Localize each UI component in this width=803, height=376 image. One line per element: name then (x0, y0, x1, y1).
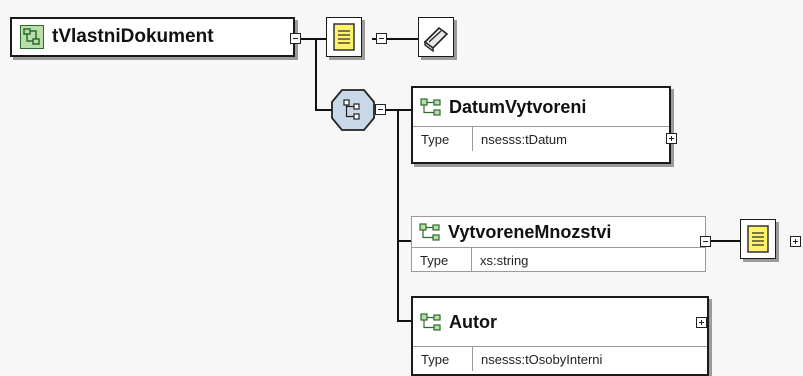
type-label: Type (412, 248, 472, 272)
appinfo-box[interactable] (418, 17, 454, 57)
type-value: nsesss:tDatum (481, 131, 567, 147)
documentation-box[interactable] (740, 219, 776, 259)
connector-to-sequence (315, 109, 335, 111)
connector-to-el-3 (397, 320, 411, 322)
element-header: VytvoreneMnozstvi (412, 217, 705, 247)
expand-icon[interactable] (790, 236, 801, 247)
element-box[interactable]: DatumVytvoreni Type nsesss:tDatum (411, 86, 671, 164)
element-box-optional[interactable]: VytvoreneMnozstvi Type xs:string (411, 216, 706, 272)
type-label: Type (413, 127, 473, 151)
connector-el2-to-doc (706, 240, 740, 242)
element-name: Autor (449, 311, 497, 332)
element-type-row: Type nsesss:tDatum (413, 126, 669, 151)
appinfo-icon (423, 26, 449, 53)
element-type-row: Type nsesss:tOsobyInterni (413, 346, 707, 371)
documentation-icon (333, 23, 355, 51)
type-value: xs:string (480, 252, 529, 268)
complex-type-icon (20, 25, 44, 49)
connector-to-doc-box (315, 38, 326, 40)
type-label: Type (413, 347, 473, 371)
complex-type-box[interactable]: tVlastniDokument (10, 17, 295, 57)
element-header: DatumVytvoreni (413, 88, 669, 126)
complex-type-name: tVlastniDokument (52, 26, 214, 47)
connector-root-to-annotation (296, 38, 316, 40)
collapse-icon[interactable] (375, 104, 386, 115)
element-name: VytvoreneMnozstvi (448, 221, 612, 242)
element-header: Autor (413, 298, 707, 346)
connector-sequence-trunk (397, 109, 399, 322)
connector-annotation-trunk (315, 38, 317, 110)
expand-icon[interactable] (666, 133, 677, 144)
documentation-icon (747, 225, 769, 253)
connector-doc-to-appinfo (372, 38, 418, 40)
type-value: nsesss:tOsobyInterni (481, 351, 603, 367)
collapse-icon[interactable] (376, 33, 387, 44)
element-type-row: Type xs:string (412, 247, 705, 272)
sequence-compositor-icon (331, 89, 375, 131)
element-icon (419, 311, 445, 333)
element-name: DatumVytvoreni (449, 96, 587, 117)
connector-sequence-out (380, 109, 398, 111)
expand-icon[interactable] (696, 317, 707, 328)
connector-to-el-1 (397, 109, 411, 111)
element-icon (418, 221, 444, 243)
element-box[interactable]: Autor Type nsesss:tOsobyInterni (411, 296, 709, 376)
connector-to-el-2 (397, 240, 411, 242)
element-icon (419, 96, 445, 118)
collapse-icon[interactable] (700, 236, 711, 247)
collapse-icon[interactable] (290, 33, 301, 44)
sequence-compositor[interactable] (330, 88, 376, 132)
documentation-box[interactable] (326, 17, 362, 57)
